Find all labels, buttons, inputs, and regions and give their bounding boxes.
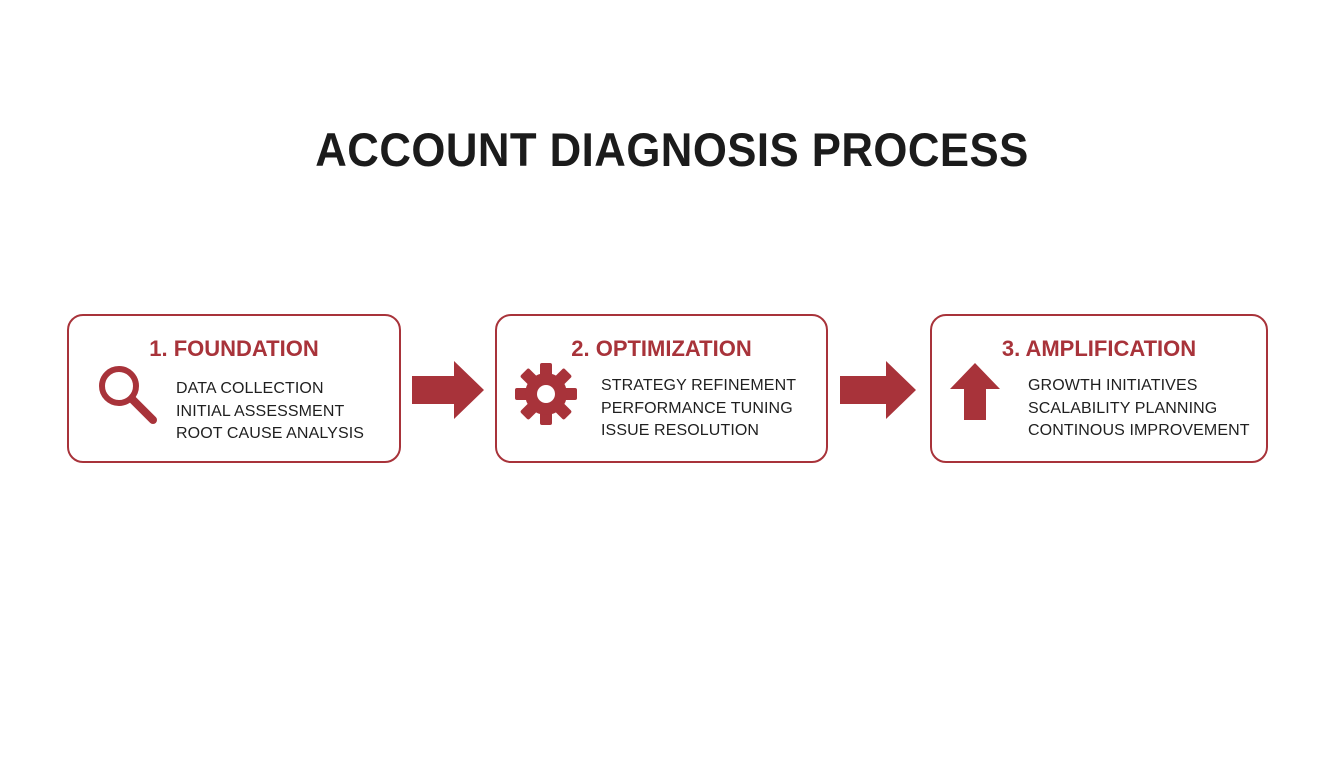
stage-heading: 1. FOUNDATION — [149, 336, 319, 361]
right-arrow-icon — [412, 361, 484, 424]
stage-heading: 3. AMPLIFICATION — [1001, 336, 1197, 361]
stage-item-list: STRATEGY REFINEMENT PERFORMANCE TUNING I… — [601, 375, 796, 443]
stage-heading: 2. OPTIMIZATION — [571, 336, 752, 361]
list-item: DATA COLLECTION — [176, 380, 324, 397]
right-arrow-icon — [840, 361, 916, 424]
list-item: PERFORMANCE TUNING — [601, 399, 793, 417]
list-item: INITIAL ASSESSMENT — [176, 402, 345, 420]
stage-foundation: 1. FOUNDATION DATA COLLECTION INITIAL AS… — [67, 314, 401, 463]
list-item: STRATEGY REFINEMENT — [601, 377, 797, 394]
stage-optimization: 2. OPTIMIZATION STRATEGY REFINEMENT PERF… — [495, 314, 828, 463]
list-item: ROOT CAUSE ANALYSIS — [176, 425, 365, 442]
list-item: ISSUE RESOLUTION — [601, 422, 760, 439]
stage-item-list: GROWTH INITIATIVES SCALABILITY PLANNING … — [1028, 375, 1250, 443]
list-item: SCALABILITY PLANNING — [1028, 399, 1218, 417]
list-item: CONTINOUS IMPROVEMENT — [1028, 422, 1250, 439]
stage-amplification: 3. AMPLIFICATION GROWTH INITIATIVES SCAL… — [930, 314, 1268, 463]
gear-icon — [513, 361, 579, 432]
stage-item-list: DATA COLLECTION INITIAL ASSESSMENT ROOT … — [176, 378, 364, 446]
list-item: GROWTH INITIATIVES — [1028, 377, 1198, 394]
up-arrow-icon — [950, 363, 1000, 426]
page-title: ACCOUNT DIAGNOSIS PROCESS — [315, 123, 1029, 176]
magnifying-glass-icon — [95, 363, 159, 432]
